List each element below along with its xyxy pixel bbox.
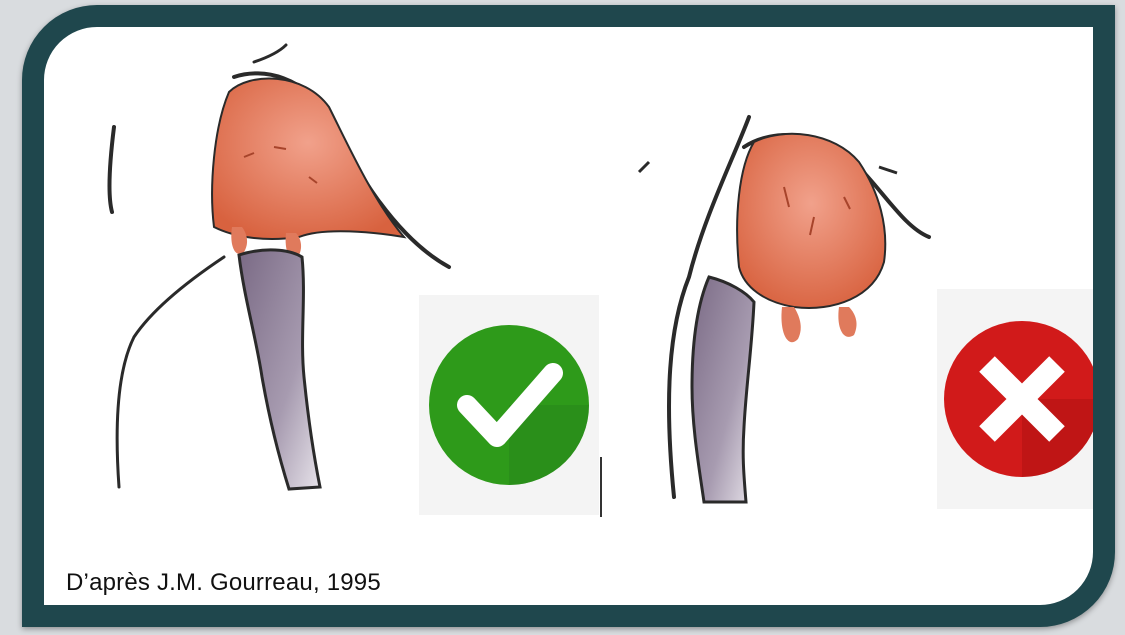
udder <box>737 134 885 308</box>
tail-line <box>254 45 286 62</box>
correct-placement-illustration <box>74 37 454 507</box>
leg-mark <box>879 167 897 173</box>
cross-icon <box>937 289 1107 509</box>
teat-rear <box>838 307 856 337</box>
source-caption: D’après J.M. Gourreau, 1995 <box>66 569 381 597</box>
incorrect-placement-illustration <box>634 67 934 507</box>
udder <box>212 78 404 238</box>
incorrect-udder-drawing <box>634 67 934 507</box>
teat-cup <box>239 250 320 489</box>
correct-badge <box>419 295 599 520</box>
figure-content: D’après J.M. Gourreau, 1995 <box>44 27 1093 605</box>
correct-udder-drawing <box>74 37 454 507</box>
check-icon <box>419 295 599 515</box>
teat-front <box>781 307 800 342</box>
figure-frame: D’après J.M. Gourreau, 1995 <box>22 5 1115 627</box>
leg-outline-left <box>110 127 114 212</box>
divider <box>600 457 602 517</box>
teat-cup <box>692 277 754 502</box>
incorrect-badge <box>937 289 1107 514</box>
leg-outline <box>117 257 224 487</box>
